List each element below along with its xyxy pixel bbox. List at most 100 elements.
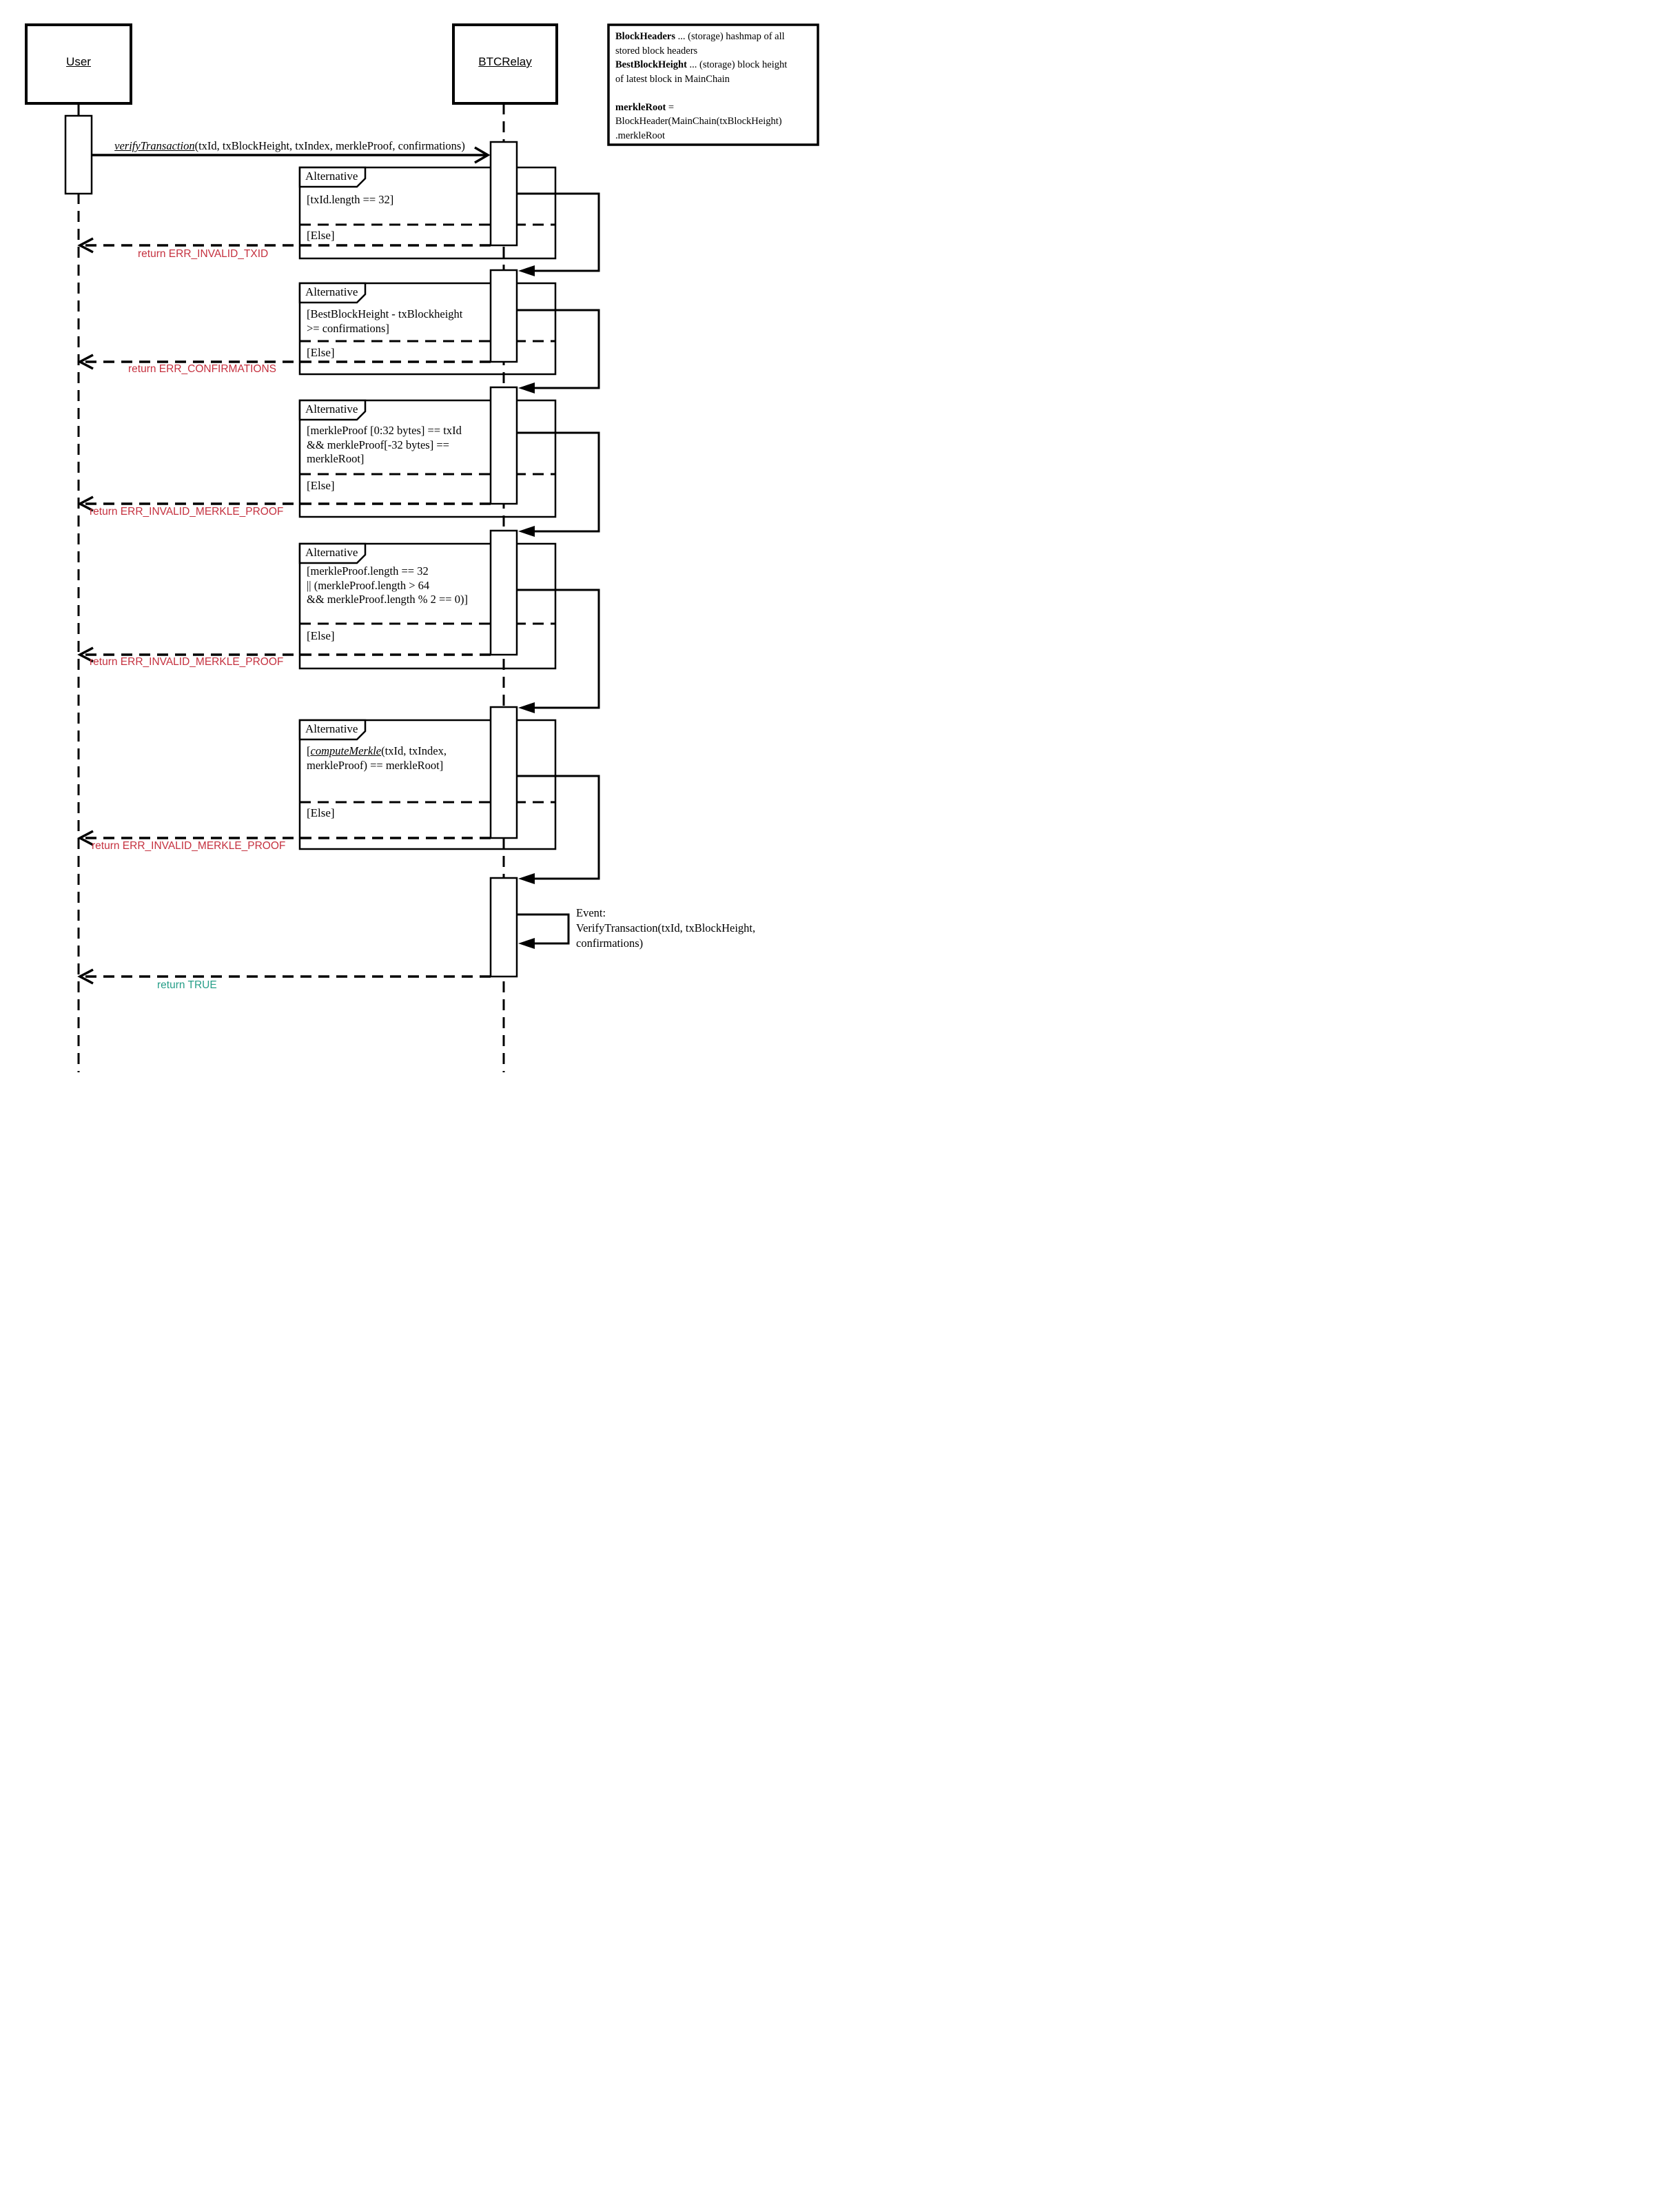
activation-btcrelay-3 <box>489 386 518 505</box>
alt-tab-5 <box>298 719 367 741</box>
else-guard-4: [Else] <box>307 629 335 642</box>
return-true-label: return TRUE <box>157 979 217 991</box>
note-line-1-bold: BlockHeaders <box>615 31 675 42</box>
else-guard-2: [Else] <box>307 346 335 359</box>
event-self-loop <box>517 913 570 945</box>
guard-5-line-2: merkleProof) == merkleRoot] <box>307 758 444 772</box>
guard-4-line-1: [merkleProof.length == 32 <box>307 564 429 578</box>
note-box <box>607 23 819 146</box>
note-line-2-rest: stored block headers <box>615 45 698 57</box>
actor-btcrelay-label: BTCRelay <box>478 55 532 68</box>
flow-connector-arrowheads <box>518 265 535 949</box>
alt-tab-4 <box>298 542 367 564</box>
return-label-4: return ERR_INVALID_MERKLE_PROOF <box>90 656 284 668</box>
guard-2-line-1: [BestBlockHeight - txBlockheight <box>307 307 463 320</box>
actor-user-box <box>25 23 132 105</box>
call-message-arrow <box>92 146 491 164</box>
event-line-2: VerifyTransaction(txId, txBlockHeight, <box>576 921 756 934</box>
else-guard-5: [Else] <box>307 806 335 819</box>
sequence-diagram: User BTCRelay BlockHeaders ... (storage)… <box>0 0 840 1098</box>
sequence-diagram-canvas <box>25 23 819 1072</box>
guard-4-line-2: || (merkleProof.length > 64 <box>307 578 430 592</box>
connector-1 <box>517 192 600 272</box>
alt-label-5: Alternative <box>305 722 358 735</box>
message-fn: verifyTransaction <box>114 139 195 152</box>
message-verifytransaction-label: verifyTransaction(txId, txBlockHeight, t… <box>92 139 488 153</box>
arrowhead-connector-5 <box>518 873 535 884</box>
activation-btcrelay-6 <box>489 877 518 978</box>
guard-3-line-3: merkleRoot] <box>307 452 365 465</box>
guard-4-line-3: && merkleProof.length % 2 == 0)] <box>307 593 468 606</box>
return-arrowhead-5 <box>77 830 94 846</box>
alt-frame-2 <box>298 282 557 376</box>
connector-3 <box>517 431 600 533</box>
note-text: BlockHeaders ... (storage) hashmap of al… <box>615 30 814 143</box>
activation-user <box>64 114 93 195</box>
alt-frame-tabs <box>298 166 367 741</box>
alt-label-4: Alternative <box>305 546 358 559</box>
message-open-arrowhead <box>474 146 491 164</box>
else-guard-1: [Else] <box>307 229 335 242</box>
return-arrowhead-1 <box>77 237 94 254</box>
guard-condition-5: [computeMerkle(txId, txIndex, merkleProo… <box>307 744 447 773</box>
guard-condition-2: [BestBlockHeight - txBlockheight >= conf… <box>307 307 462 336</box>
arrowhead-connector-2 <box>518 382 535 394</box>
event-line-1: Event: <box>576 906 606 919</box>
alt-tab-1 <box>298 166 367 188</box>
return-arrows <box>77 237 491 985</box>
note-line-4-rest: of latest block in MainChain <box>615 73 730 85</box>
activation-bars <box>64 114 518 978</box>
return-arrowhead-2 <box>77 354 94 370</box>
note-line-1-rest: ... (storage) hashmap of all <box>675 31 785 42</box>
activation-btcrelay-2 <box>489 269 518 363</box>
connector-5 <box>517 775 600 880</box>
event-label: Event: VerifyTransaction(txId, txBlockHe… <box>576 906 755 951</box>
arrowhead-event-loop <box>518 938 535 949</box>
return-arrowhead-true <box>77 968 94 985</box>
guard-5-pre: [ <box>307 744 311 757</box>
flow-connectors <box>517 192 600 945</box>
activation-btcrelay-5 <box>489 706 518 839</box>
arrowhead-connector-1 <box>518 265 535 276</box>
else-guard-3: [Else] <box>307 479 335 492</box>
return-label-2: return ERR_CONFIRMATIONS <box>128 363 277 375</box>
actor-btcrelay-box <box>452 23 558 105</box>
alt-frame-3 <box>298 399 557 518</box>
note-line-3-rest: ... (storage) block height <box>686 59 788 70</box>
alt-frame-4 <box>298 542 557 670</box>
guard-5-rest: (txId, txIndex, <box>381 744 447 757</box>
return-label-5: return ERR_INVALID_MERKLE_PROOF <box>92 840 286 852</box>
note-line-7-rest: BlockHeader(MainChain(txBlockHeight) <box>615 116 782 127</box>
connector-2 <box>517 309 600 389</box>
connector-4 <box>517 589 600 709</box>
guard-condition-1: [txId.length == 32] <box>307 193 393 207</box>
guard-condition-3: [merkleProof [0:32 bytes] == txId && mer… <box>307 424 462 467</box>
alt-tab-3 <box>298 399 367 421</box>
return-label-1: return ERR_INVALID_TXID <box>138 248 269 260</box>
note-line-3-bold: BestBlockHeight <box>615 59 687 70</box>
return-arrowhead-4 <box>77 646 94 663</box>
alt-tab-2 <box>298 282 367 304</box>
note-line-8-rest: .merkleRoot <box>615 130 666 141</box>
activation-btcrelay-1 <box>489 141 518 247</box>
guard-condition-4: [merkleProof.length == 32 || (merkleProo… <box>307 564 468 607</box>
activation-btcrelay-4 <box>489 529 518 656</box>
alt-label-3: Alternative <box>305 402 358 416</box>
guard-3-line-2: && merkleProof[-32 bytes] == <box>307 438 449 451</box>
return-label-3: return ERR_INVALID_MERKLE_PROOF <box>90 506 284 518</box>
note-line-6-bold: merkleRoot <box>615 101 666 113</box>
arrowhead-connector-3 <box>518 526 535 537</box>
alt-frame-5 <box>298 719 557 850</box>
alt-label-2: Alternative <box>305 285 358 298</box>
else-separators <box>300 223 555 804</box>
note-line-6-rest: = <box>666 101 675 113</box>
guard-1-line-1: [txId.length == 32] <box>307 193 394 206</box>
alt-label-1: Alternative <box>305 170 358 183</box>
guard-3-line-1: [merkleProof [0:32 bytes] == txId <box>307 424 462 437</box>
return-arrowhead-3 <box>77 495 94 512</box>
event-line-3: confirmations) <box>576 937 644 950</box>
alt-frame-1 <box>298 166 557 260</box>
guard-5-fn: computeMerkle <box>310 744 382 757</box>
arrowhead-connector-4 <box>518 702 535 713</box>
alt-frames <box>298 166 557 850</box>
